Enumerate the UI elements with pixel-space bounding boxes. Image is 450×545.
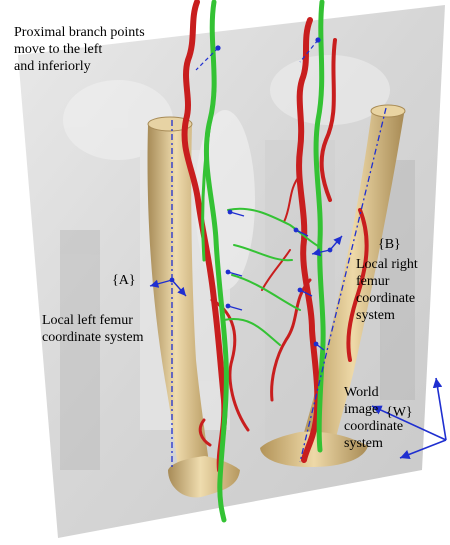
frame-a-label: {A}: [112, 272, 136, 289]
label-line: coordinate: [356, 290, 418, 307]
annotation-line: Proximal branch points: [14, 24, 145, 41]
local-left-femur-label: Local left femur coordinate system: [42, 312, 143, 346]
annotation-line: and inferiorly: [14, 58, 145, 75]
label-line: coordinate system: [42, 329, 143, 346]
label-line: system: [344, 435, 403, 452]
annotation-line: move to the left: [14, 41, 145, 58]
label-line: system: [356, 307, 418, 324]
label-line: World: [344, 384, 403, 401]
frame-b-label: {B}: [378, 236, 401, 253]
annotation-proximal-branch-points: Proximal branch points move to the left …: [14, 24, 145, 75]
label-line: femur: [356, 273, 418, 290]
label-line: Local left femur: [42, 312, 143, 329]
label-line: Local right: [356, 256, 418, 273]
local-right-femur-label: Local right femur coordinate system: [356, 256, 418, 324]
frame-w-label: {W}: [386, 404, 413, 421]
